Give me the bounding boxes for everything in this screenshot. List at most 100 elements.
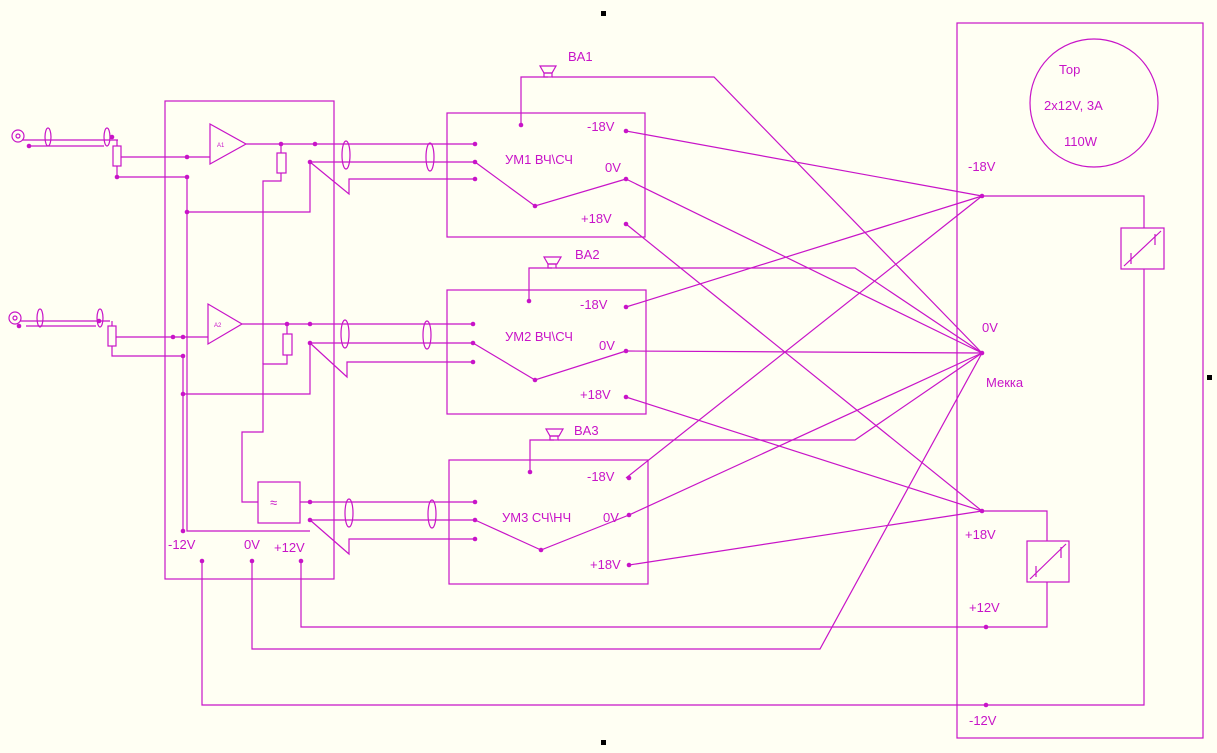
junction-dot bbox=[249, 558, 255, 564]
junction-dot bbox=[470, 359, 476, 365]
potentiometer-1[interactable] bbox=[112, 140, 188, 178]
rail-label-neg12: -12V bbox=[969, 713, 997, 728]
junction-dot bbox=[472, 517, 478, 523]
junction-dot bbox=[109, 134, 115, 140]
junction-dot bbox=[626, 562, 632, 568]
junction-dot bbox=[278, 141, 284, 147]
junction-dot bbox=[623, 176, 629, 182]
svg-text:110W: 110W bbox=[1064, 134, 1098, 149]
rail-label-0v: 0V bbox=[244, 537, 260, 552]
junction-dot bbox=[532, 203, 538, 209]
svg-text:Тор: Тор bbox=[1059, 62, 1080, 77]
supply-wiring bbox=[251, 130, 983, 650]
opamp-a1: A1 bbox=[188, 122, 315, 166]
rectifier-2 bbox=[300, 510, 1070, 628]
svg-text:+18V: +18V bbox=[580, 387, 611, 402]
preamp-board[interactable] bbox=[164, 100, 335, 580]
power-supply-board[interactable] bbox=[956, 22, 1204, 739]
junction-dot bbox=[532, 377, 538, 383]
ground-label-mekka: Мекка bbox=[986, 375, 1024, 390]
rail-label-pos12: +12V bbox=[969, 600, 1000, 615]
svg-text:0V: 0V bbox=[599, 338, 615, 353]
preamp-rail-labels: -12V 0V +12V bbox=[168, 537, 305, 555]
junction-dot bbox=[184, 174, 190, 180]
rail-label-neg12: -12V bbox=[168, 537, 196, 552]
shield-sleeves bbox=[310, 140, 475, 529]
junction-dot bbox=[307, 321, 313, 327]
junction-dot bbox=[983, 702, 989, 708]
junction-dot bbox=[170, 334, 176, 340]
svg-text:2x12V, 3A: 2x12V, 3A bbox=[1044, 98, 1103, 113]
junction-dot bbox=[526, 298, 532, 304]
junction-dot bbox=[623, 304, 629, 310]
opamp-a2: A2 bbox=[173, 302, 310, 346]
rail-label-neg18: -18V bbox=[968, 159, 996, 174]
junction-dot bbox=[472, 176, 478, 182]
input-jack-1[interactable] bbox=[11, 127, 118, 147]
junction-dot bbox=[626, 475, 632, 481]
junction-dot bbox=[979, 350, 985, 356]
junction-dot bbox=[307, 340, 313, 346]
junction-dot bbox=[312, 141, 318, 147]
svg-text:0V: 0V bbox=[605, 160, 621, 175]
amplifier-um2[interactable]: УМ2 ВЧ\СЧ -18V 0V +18V bbox=[446, 289, 647, 415]
svg-text:BA2: BA2 bbox=[575, 247, 600, 262]
junction-dot bbox=[180, 334, 186, 340]
junction-dot bbox=[284, 321, 290, 327]
selection-handles bbox=[601, 11, 1212, 745]
junction-dot bbox=[26, 143, 32, 149]
rectifier-1 bbox=[201, 195, 1165, 706]
junction-dot bbox=[472, 159, 478, 165]
rail-label-pos18: +18V bbox=[965, 527, 996, 542]
svg-text:≈: ≈ bbox=[270, 495, 277, 510]
rail-label-pos12: +12V bbox=[274, 540, 305, 555]
svg-text:A1: A1 bbox=[217, 143, 225, 149]
feedback-resistor-2 bbox=[241, 324, 293, 503]
svg-text:-18V: -18V bbox=[587, 119, 615, 134]
junction-dot bbox=[626, 512, 632, 518]
junction-dot bbox=[623, 221, 629, 227]
svg-text:BA1: BA1 bbox=[568, 49, 593, 64]
svg-text:0V: 0V bbox=[603, 510, 619, 525]
junction-dot bbox=[472, 141, 478, 147]
svg-text:+18V: +18V bbox=[590, 557, 621, 572]
junction-dot bbox=[979, 193, 985, 199]
junction-dot bbox=[623, 348, 629, 354]
junction-dot bbox=[114, 174, 120, 180]
junction-dot bbox=[623, 128, 629, 134]
input-jack-2[interactable] bbox=[8, 308, 110, 328]
junction-dot bbox=[16, 323, 22, 329]
amp-title: УМ3 СЧ\НЧ bbox=[502, 510, 571, 525]
junction-dot bbox=[470, 340, 476, 346]
junction-dot bbox=[180, 528, 186, 534]
speaker-ba2: BA2 bbox=[528, 247, 983, 354]
junction-dots bbox=[16, 122, 989, 708]
junction-dot bbox=[623, 394, 629, 400]
amplifier-um1[interactable]: УМ1 ВЧ\СЧ -18V 0V +18V bbox=[446, 112, 646, 238]
amp-title: УМ2 ВЧ\СЧ bbox=[505, 329, 573, 344]
junction-dot bbox=[307, 159, 313, 165]
junction-dot bbox=[184, 209, 190, 215]
junction-dot bbox=[298, 558, 304, 564]
junction-dot bbox=[472, 536, 478, 542]
svg-text:A2: A2 bbox=[214, 323, 222, 329]
preamp-internal-wiring bbox=[182, 161, 475, 532]
junction-dot bbox=[199, 558, 205, 564]
junction-dot bbox=[96, 318, 102, 324]
svg-text:BA3: BA3 bbox=[574, 423, 599, 438]
junction-dot bbox=[180, 391, 186, 397]
junction-dot bbox=[470, 321, 476, 327]
junction-dot bbox=[538, 547, 544, 553]
junction-dot bbox=[472, 499, 478, 505]
amplifier-um3[interactable]: УМ3 СЧ\НЧ -18V 0V +18V bbox=[448, 459, 649, 585]
junction-dot bbox=[307, 517, 313, 523]
potentiometer-2[interactable] bbox=[107, 321, 183, 357]
svg-text:+18V: +18V bbox=[581, 211, 612, 226]
junction-dot bbox=[518, 122, 524, 128]
junction-dot bbox=[307, 499, 313, 505]
junction-dot bbox=[979, 508, 985, 514]
junction-dot bbox=[527, 469, 533, 475]
junction-dot bbox=[983, 624, 989, 630]
junction-dot bbox=[184, 154, 190, 160]
